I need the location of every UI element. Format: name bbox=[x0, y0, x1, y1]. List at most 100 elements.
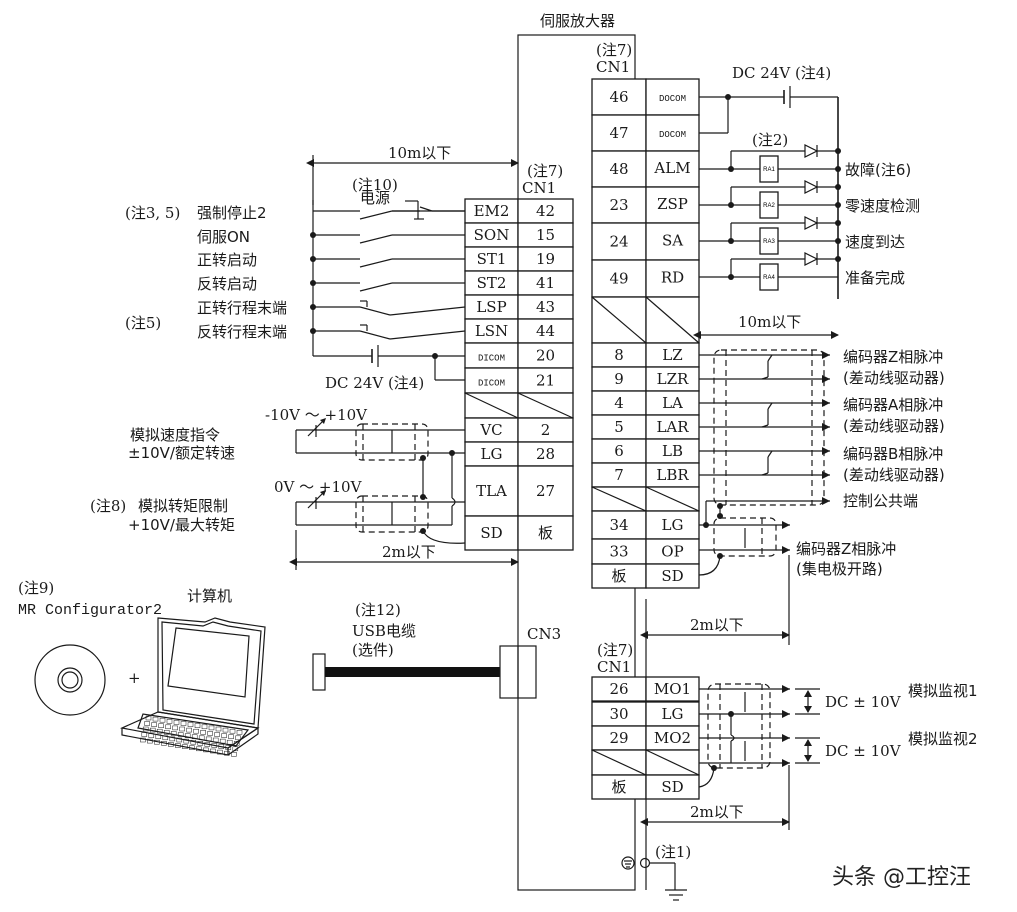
keyboard-key bbox=[176, 737, 183, 743]
encoder-output-label: 编码器Z相脉冲 bbox=[796, 540, 896, 558]
signal-cell bbox=[645, 725, 700, 751]
wire bbox=[359, 306, 391, 316]
pin-cell bbox=[591, 390, 647, 416]
note-7-left: (注7) bbox=[527, 162, 563, 180]
wire bbox=[359, 258, 393, 268]
relay-output-label: 准备完成 bbox=[845, 269, 905, 287]
dc24v-right-label: DC 24V (注4) bbox=[732, 64, 831, 82]
arrowhead bbox=[804, 739, 812, 746]
relay-output-label: 故障(注6) bbox=[845, 161, 911, 179]
signal-name: LA bbox=[662, 394, 683, 412]
cn1-label-left: CN1 bbox=[522, 179, 556, 197]
pin-number: 43 bbox=[536, 298, 555, 316]
keyboard-key bbox=[179, 726, 185, 732]
amplifier-title: 伺服放大器 bbox=[540, 12, 615, 30]
pin-cell bbox=[591, 259, 647, 298]
signal-name: LBR bbox=[656, 466, 689, 484]
relay-label: RA2 bbox=[763, 203, 775, 209]
signal-cell bbox=[464, 318, 519, 344]
pin-number: 6 bbox=[614, 442, 624, 460]
computer-label: 计算机 bbox=[187, 587, 232, 605]
signal-name: OP bbox=[661, 543, 683, 561]
pin-cell bbox=[517, 342, 574, 369]
arrowhead bbox=[782, 759, 790, 767]
keyboard-key bbox=[151, 722, 157, 727]
speed-command-label: 模拟速度指令 bbox=[130, 426, 220, 444]
keyboard-key bbox=[184, 733, 191, 738]
pin-number: 8 bbox=[614, 346, 624, 364]
relay-output-label: 速度到达 bbox=[845, 233, 905, 251]
keyboard-key bbox=[149, 727, 156, 733]
keyboard-key bbox=[207, 731, 213, 736]
signal-cell bbox=[645, 774, 700, 800]
encoder-output-label: (差动线驱动器) bbox=[843, 369, 945, 387]
keyboard-key bbox=[154, 739, 160, 745]
signal-name: LG bbox=[481, 445, 503, 463]
pin-number: 29 bbox=[609, 729, 628, 747]
wire bbox=[389, 330, 466, 340]
speed-range-label: -10V ～ +10V bbox=[265, 406, 368, 424]
pin-number: 41 bbox=[536, 274, 555, 292]
analog-input-wiring bbox=[295, 418, 466, 544]
arrowhead bbox=[822, 351, 830, 359]
keyboard-key bbox=[152, 716, 159, 722]
signal-cell bbox=[645, 538, 700, 565]
wire bbox=[517, 392, 574, 419]
keyboard-key bbox=[222, 727, 229, 733]
keyboard-key bbox=[170, 731, 177, 736]
note-7-right-bottom: (注7) bbox=[597, 641, 633, 659]
keyboard-key bbox=[180, 721, 187, 726]
keyboard-key bbox=[217, 749, 223, 755]
relay-label: RA1 bbox=[763, 167, 775, 173]
usb-cable bbox=[325, 667, 500, 677]
input-label: 反转启动 bbox=[197, 275, 257, 293]
pin-cell bbox=[591, 774, 647, 800]
pin-number: 板 bbox=[538, 524, 553, 542]
encoder-output-label: 编码器A相脉冲 bbox=[843, 396, 943, 414]
keyboard-key bbox=[173, 720, 180, 725]
note-3-5: (注3, 5) bbox=[125, 204, 180, 222]
ground-terminal bbox=[639, 857, 687, 901]
monitor-1-label: 模拟监视1 bbox=[908, 682, 978, 700]
input-label: 正转行程末端 bbox=[197, 299, 287, 317]
encoder-output-label: (差动线驱动器) bbox=[843, 417, 945, 435]
keyboard-key bbox=[183, 738, 190, 744]
relay-output-label: 零速度检测 bbox=[845, 197, 920, 215]
keyboard-key bbox=[162, 735, 169, 741]
wire bbox=[761, 472, 769, 476]
note-8: (注8) bbox=[90, 497, 126, 515]
keyboard-key bbox=[210, 748, 216, 754]
pin-cell bbox=[591, 342, 647, 368]
keyboard-key bbox=[218, 744, 225, 749]
signal-name: LSN bbox=[475, 322, 508, 340]
diode-icon bbox=[804, 144, 819, 158]
pin-cell bbox=[517, 318, 574, 344]
keyboard-key bbox=[158, 723, 164, 728]
pin-number: 21 bbox=[536, 372, 555, 390]
signal-name: LAR bbox=[656, 418, 689, 436]
monitor-range-2: DC ± 10V bbox=[825, 742, 902, 760]
dc24v-left-label: DC 24V (注4) bbox=[325, 374, 424, 392]
pin-cell bbox=[517, 222, 574, 248]
encoder-output-label: (差动线驱动器) bbox=[843, 466, 945, 484]
watermark: 头条 @工控汪 bbox=[832, 865, 971, 890]
keyboard-key bbox=[155, 734, 162, 739]
pin-cell bbox=[517, 465, 574, 517]
encoder-output-label: 编码器Z相脉冲 bbox=[843, 348, 943, 366]
keyboard-key bbox=[235, 735, 241, 741]
pin-number: 20 bbox=[536, 347, 555, 365]
arrowhead bbox=[320, 418, 326, 424]
pin-number: 44 bbox=[536, 322, 555, 340]
